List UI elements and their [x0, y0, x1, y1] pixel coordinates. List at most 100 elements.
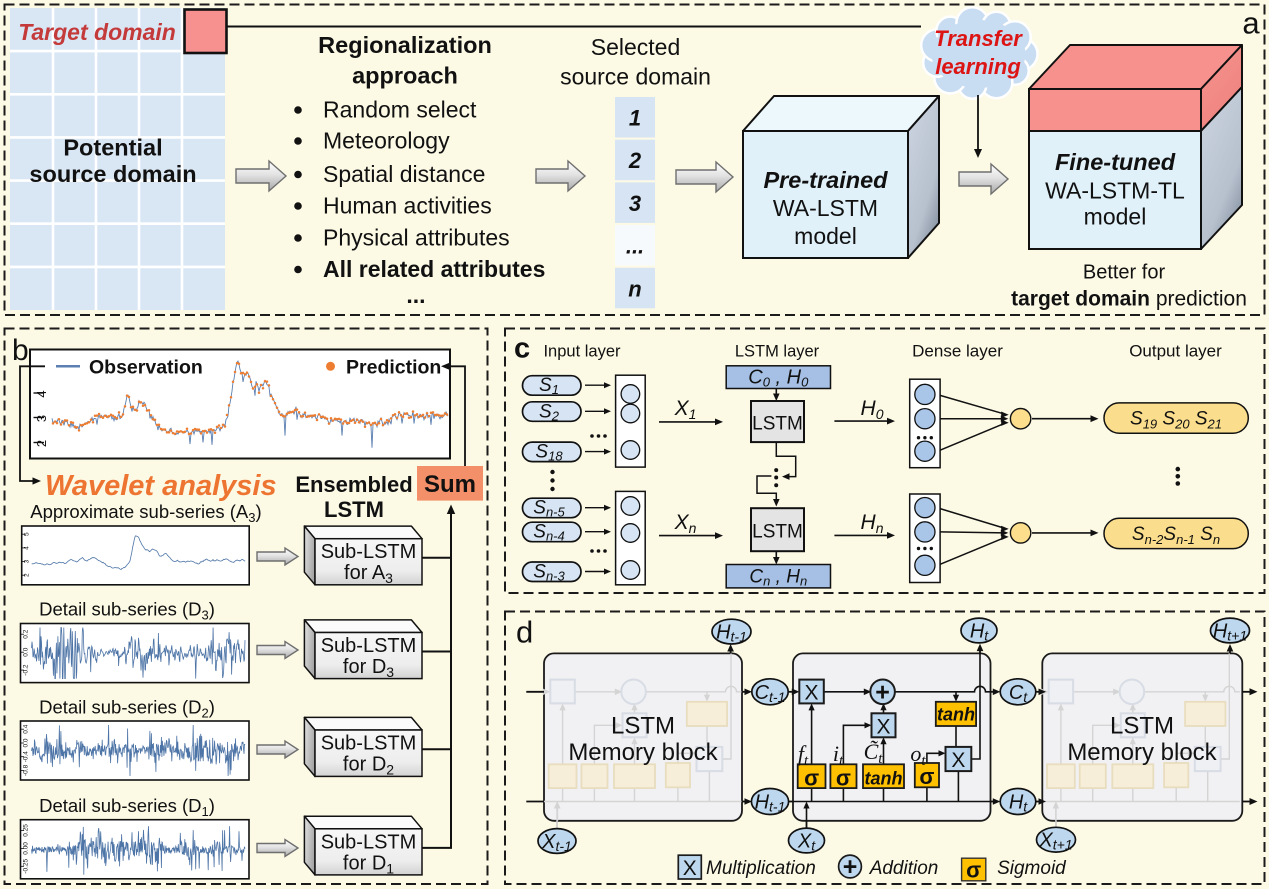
svg-text:Sub-LSTM: Sub-LSTM [321, 831, 417, 853]
svg-text:C0 , H0: C0 , H0 [748, 367, 809, 390]
svg-text:model: model [1084, 204, 1147, 230]
svg-text:0.00: 0.00 [23, 842, 30, 855]
svg-text:WA-LSTM-TL: WA-LSTM-TL [1045, 178, 1185, 204]
svg-text:a: a [1242, 6, 1260, 41]
svg-text:X: X [876, 715, 890, 738]
svg-text:X: X [804, 682, 818, 705]
svg-text:Sub-LSTM: Sub-LSTM [321, 733, 417, 755]
svg-text:Observation: Observation [89, 356, 203, 378]
svg-text:4: 4 [34, 390, 49, 397]
svg-text:Ensembled: Ensembled [295, 472, 412, 497]
svg-text:WA-LSTM: WA-LSTM [773, 195, 878, 221]
svg-text:3: 3 [34, 415, 49, 422]
svg-text:it: it [833, 741, 844, 769]
svg-text:-0.8: -0.8 [23, 764, 30, 776]
svg-text:Prediction: Prediction [346, 356, 441, 378]
svg-text:Human activities: Human activities [323, 193, 492, 219]
svg-text:Addition: Addition [869, 858, 939, 879]
svg-text:Potential: Potential [63, 135, 162, 161]
svg-text:LSTM: LSTM [752, 414, 803, 435]
svg-text:Target domain: Target domain [18, 19, 176, 45]
svg-text:4: 4 [24, 546, 31, 550]
svg-text:Sum: Sum [424, 471, 476, 498]
svg-text:Dense layer: Dense layer [912, 342, 1003, 361]
svg-text:Spatial distance: Spatial distance [323, 161, 485, 187]
svg-text:ft: ft [798, 741, 809, 769]
svg-text:Detail sub-series (D3): Detail sub-series (D3) [39, 599, 215, 623]
svg-text:Sub-LSTM: Sub-LSTM [321, 635, 417, 657]
svg-text:2: 2 [24, 573, 31, 577]
svg-text:Ct-1: Ct-1 [755, 682, 786, 705]
svg-text:...: ... [406, 282, 425, 308]
svg-text:-0.4: -0.4 [23, 751, 30, 763]
svg-text:σ: σ [966, 858, 981, 883]
svg-text:LSTM: LSTM [752, 522, 803, 543]
svg-text:Detail sub-series (D1): Detail sub-series (D1) [39, 795, 215, 819]
svg-text:+: + [875, 679, 890, 707]
svg-text:d: d [516, 615, 533, 650]
svg-text:0.2: 0.2 [23, 629, 30, 638]
svg-text:Regionalization: Regionalization [318, 32, 492, 58]
svg-text:tanh: tanh [937, 705, 975, 725]
svg-text:learning: learning [935, 54, 1021, 79]
svg-text:2: 2 [34, 440, 49, 447]
svg-text:σ: σ [919, 764, 934, 789]
svg-text:Input layer: Input layer [543, 343, 621, 361]
svg-text:3: 3 [24, 559, 31, 563]
svg-text:Wavelet analysis: Wavelet analysis [45, 470, 277, 502]
svg-text:Detail sub-series (D2): Detail sub-series (D2) [39, 697, 215, 721]
svg-text:5: 5 [24, 532, 31, 536]
svg-text:Memory block: Memory block [568, 739, 718, 766]
svg-text:Output layer: Output layer [1129, 342, 1222, 361]
svg-text:X: X [951, 749, 965, 772]
svg-text:LSTM layer: LSTM layer [735, 343, 820, 361]
svg-text:Sn-5: Sn-5 [533, 498, 565, 520]
svg-text:c: c [514, 333, 530, 365]
svg-text:source domain: source domain [29, 161, 196, 187]
svg-text:for A3: for A3 [344, 562, 393, 586]
svg-text:LSTM: LSTM [1110, 713, 1174, 740]
svg-text:tanh: tanh [865, 769, 903, 789]
svg-text:Approximate sub-series (A3): Approximate sub-series (A3) [30, 501, 261, 525]
svg-text:...: ... [626, 234, 644, 259]
svg-text:Better for: Better for [1083, 262, 1166, 284]
svg-text:model: model [794, 223, 857, 249]
svg-text:for D1: for D1 [343, 852, 394, 876]
svg-text:LSTM: LSTM [611, 713, 675, 740]
svg-text:2: 2 [628, 148, 642, 173]
svg-text:0.0: 0.0 [23, 647, 30, 656]
svg-text:1: 1 [629, 106, 641, 131]
svg-text:LSTM: LSTM [324, 497, 384, 522]
svg-text:X: X [683, 857, 697, 880]
svg-text:Sigmoid: Sigmoid [997, 858, 1067, 879]
svg-text:3: 3 [629, 191, 641, 216]
svg-text:σ: σ [836, 766, 851, 791]
svg-text:Physical attributes: Physical attributes [323, 225, 510, 251]
svg-text:target domain prediction: target domain prediction [1011, 288, 1247, 311]
svg-text:Selected: Selected [591, 34, 681, 60]
svg-text:b: b [12, 334, 29, 367]
svg-text:0.25: 0.25 [23, 824, 30, 837]
svg-text:for D3: for D3 [343, 656, 394, 680]
svg-text:Memory block: Memory block [1067, 739, 1217, 766]
svg-text:-0.25: -0.25 [23, 859, 30, 874]
svg-text:n: n [628, 276, 641, 301]
svg-text:Pre-trained: Pre-trained [763, 167, 888, 193]
svg-text:+: + [843, 853, 858, 881]
svg-text:Fine-tuned: Fine-tuned [1055, 149, 1176, 175]
svg-text:Random select: Random select [323, 97, 477, 123]
svg-text:Transfer: Transfer [934, 26, 1023, 51]
svg-text:Cn , Hn: Cn , Hn [749, 567, 807, 589]
svg-text:Meteorology: Meteorology [323, 128, 450, 154]
svg-text:approach: approach [352, 63, 458, 89]
svg-text:0.4: 0.4 [23, 724, 30, 733]
svg-text:-0.2: -0.2 [23, 664, 30, 676]
svg-text:Sub-LSTM: Sub-LSTM [321, 541, 417, 563]
svg-text:source domain: source domain [560, 64, 711, 90]
svg-text:for D2: for D2 [343, 754, 394, 778]
svg-text:σ: σ [804, 766, 819, 791]
svg-text:Multiplication: Multiplication [706, 858, 816, 879]
svg-text:All related attributes: All related attributes [323, 256, 545, 282]
svg-text:Sn-2Sn-1 Sn: Sn-2Sn-1 Sn [1132, 524, 1220, 547]
svg-text:0.0: 0.0 [23, 738, 30, 747]
